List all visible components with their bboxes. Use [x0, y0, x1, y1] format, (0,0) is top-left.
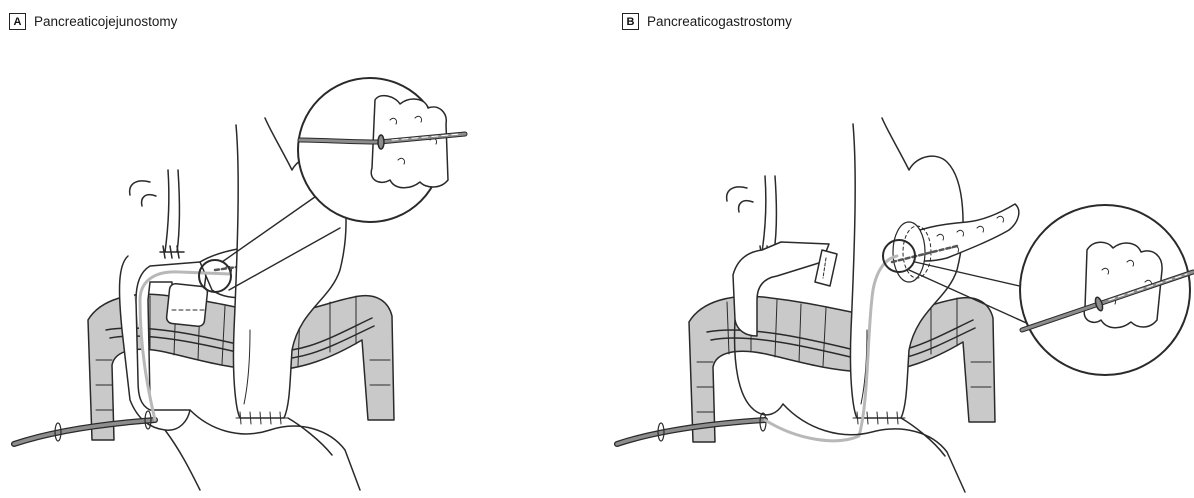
jejunal-limb-end-a	[166, 283, 208, 327]
panel-a: A Pancreaticojejunostomy	[0, 0, 597, 498]
pancreaticojejunostomy-illustration	[0, 0, 597, 498]
inset-b	[1020, 205, 1193, 375]
panel-b: B Pancreaticogastrostomy	[597, 0, 1194, 498]
bile-duct-a	[130, 170, 184, 258]
inset-a	[298, 78, 465, 222]
pancreaticogastrostomy-illustration	[597, 0, 1194, 498]
efferent-loop-a	[165, 410, 360, 490]
